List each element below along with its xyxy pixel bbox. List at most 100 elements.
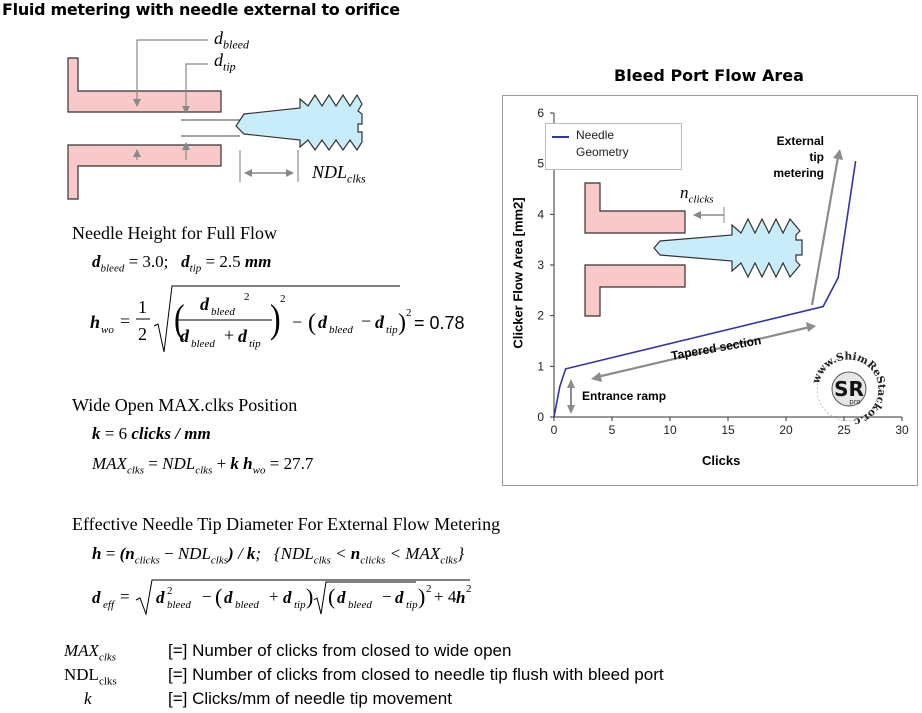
svg-text:+ 4: + 4 bbox=[434, 587, 457, 606]
x-axis-label: Clicks bbox=[702, 453, 741, 468]
svg-text:SR: SR bbox=[834, 377, 864, 401]
svg-text:=: = bbox=[120, 311, 130, 331]
svg-text:+: + bbox=[224, 325, 234, 345]
y-tick-label: 0 bbox=[537, 410, 544, 424]
x-tick-label: 25 bbox=[837, 423, 851, 437]
annotation-entrance: Entrance ramp bbox=[582, 389, 667, 403]
chart-title: Bleed Port Flow Area bbox=[614, 66, 804, 85]
y-axis-label: Clicker Flow Area [mm2] bbox=[510, 197, 526, 349]
needle bbox=[235, 93, 363, 152]
svg-text:−: − bbox=[361, 311, 371, 331]
d-tip-label: dtip bbox=[214, 50, 236, 74]
svg-text:d: d bbox=[375, 312, 385, 332]
y-tick-label: 2 bbox=[537, 309, 544, 323]
svg-text:(: ( bbox=[308, 310, 316, 336]
svg-text:d: d bbox=[156, 588, 165, 607]
svg-text:+: + bbox=[269, 587, 279, 606]
svg-text:): ) bbox=[270, 297, 281, 341]
definition-ndl: NDLclks[=] Number of clicks from closed … bbox=[64, 665, 664, 688]
svg-text:2: 2 bbox=[244, 291, 250, 303]
svg-text:d: d bbox=[395, 588, 404, 607]
section-effective: Effective Needle Tip Diameter For Extern… bbox=[72, 514, 501, 534]
y-tick-label: 3 bbox=[537, 258, 544, 272]
svg-text:2: 2 bbox=[466, 583, 472, 595]
svg-text:bleed: bleed bbox=[191, 338, 215, 350]
svg-text:bleed: bleed bbox=[235, 599, 259, 611]
svg-text:2: 2 bbox=[426, 583, 432, 595]
svg-text:−: − bbox=[292, 312, 302, 332]
svg-text:1: 1 bbox=[138, 297, 147, 317]
svg-text:2: 2 bbox=[167, 585, 173, 597]
d-bleed-label: dbleed bbox=[214, 28, 249, 52]
svg-text:tip: tip bbox=[294, 599, 306, 611]
svg-text:bleed: bleed bbox=[329, 324, 353, 336]
svg-text:tip: tip bbox=[386, 324, 398, 336]
svg-text:2: 2 bbox=[138, 324, 147, 344]
definition-k: k[=] Clicks/mm of needle tip movement bbox=[84, 689, 452, 708]
page-title: Fluid metering with needle external to o… bbox=[2, 0, 400, 19]
equation-1: dbleed = 3.0; dtip = 2.5 mm bbox=[92, 252, 272, 275]
x-tick-label: 20 bbox=[779, 423, 793, 437]
ndl-label: NDLclks bbox=[312, 162, 366, 186]
svg-text:tip: tip bbox=[249, 338, 261, 350]
inset-lower-body bbox=[584, 264, 686, 317]
svg-text:bleed: bleed bbox=[167, 599, 191, 611]
definition-max: MAXclks[=] Number of clicks from closed … bbox=[64, 641, 512, 664]
needle-orifice-diagram bbox=[67, 39, 363, 200]
upper-body bbox=[67, 57, 222, 113]
svg-text:wo: wo bbox=[101, 324, 114, 336]
x-tick-label: 30 bbox=[895, 423, 909, 437]
section-needle-height: Needle Height for Full Flow bbox=[72, 223, 277, 243]
inset-upper-body bbox=[584, 182, 686, 234]
svg-text:): ) bbox=[418, 584, 425, 609]
y-tick-label: 5 bbox=[537, 157, 544, 171]
x-tick-label: 5 bbox=[609, 423, 616, 437]
svg-text:): ) bbox=[398, 310, 406, 336]
svg-text:(: ( bbox=[174, 297, 185, 341]
legend-swatch bbox=[552, 136, 569, 138]
svg-text:pro: pro bbox=[849, 398, 860, 406]
svg-text:d: d bbox=[238, 326, 248, 346]
x-tick-label: 10 bbox=[663, 423, 677, 437]
equation-3: k = 6 clicks / mm bbox=[92, 424, 211, 443]
svg-text:d: d bbox=[224, 588, 233, 607]
equation-4: MAXclks = NDLclks + k hwo = 27.7 bbox=[92, 454, 314, 477]
svg-text:−: − bbox=[382, 587, 392, 606]
svg-text:d: d bbox=[318, 312, 328, 332]
series-line bbox=[553, 161, 857, 418]
inset-needle-diagram bbox=[584, 182, 803, 317]
svg-text:h: h bbox=[456, 588, 465, 607]
svg-text:bleed: bleed bbox=[348, 599, 372, 611]
svg-text:h: h bbox=[90, 312, 100, 332]
x-tick-label: 0 bbox=[551, 423, 558, 437]
svg-text:−: − bbox=[202, 587, 212, 606]
x-tick-label: 15 bbox=[721, 423, 735, 437]
svg-text:(: ( bbox=[328, 584, 335, 609]
y-tick-label: 6 bbox=[537, 106, 544, 120]
annotation-n-clicks: nclicks bbox=[680, 183, 714, 206]
lower-body bbox=[67, 144, 222, 200]
y-tick-label: 1 bbox=[537, 359, 544, 373]
svg-text:d: d bbox=[200, 294, 210, 314]
svg-text:d: d bbox=[92, 588, 101, 607]
annotation-arrows bbox=[567, 149, 843, 414]
equation-2-result: = 0.78 bbox=[414, 313, 465, 333]
y-tick-label: 4 bbox=[537, 207, 544, 221]
definitions-list: MAXclks[=] Number of clicks from closed … bbox=[64, 641, 664, 713]
svg-text:tip: tip bbox=[406, 599, 418, 611]
svg-text:2: 2 bbox=[280, 293, 286, 305]
equation-5: h = (nclicks − NDLclks) / k; {NDLclks < … bbox=[92, 544, 465, 567]
svg-text:d: d bbox=[180, 326, 190, 346]
svg-text:(: ( bbox=[215, 584, 222, 609]
svg-text:2: 2 bbox=[406, 307, 412, 319]
svg-text:=: = bbox=[120, 587, 130, 606]
svg-text:bleed: bleed bbox=[211, 306, 235, 318]
svg-text:): ) bbox=[306, 584, 313, 609]
inset-needle bbox=[653, 217, 803, 279]
